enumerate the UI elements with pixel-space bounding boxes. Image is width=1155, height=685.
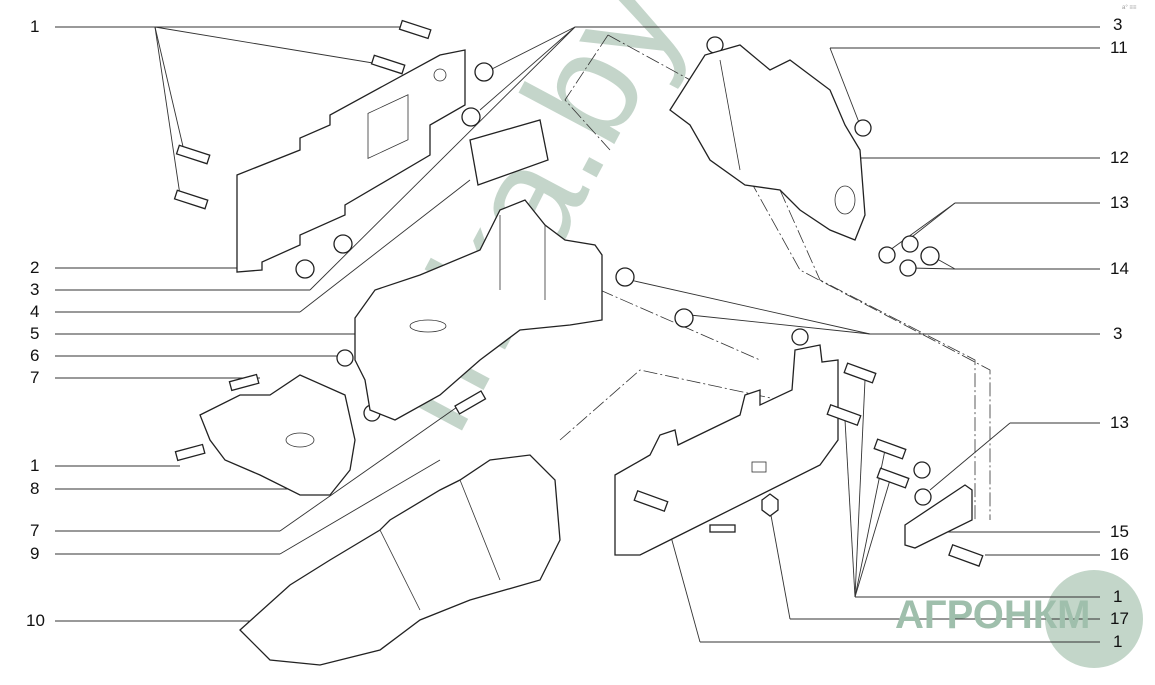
washers-nuts	[878, 235, 940, 277]
side-plate-upper	[236, 49, 466, 273]
callout-8: 8	[30, 479, 40, 498]
callout-6: 6	[30, 346, 40, 365]
bolts-upper	[173, 19, 432, 210]
callout-10: 10	[26, 611, 45, 630]
callout-1: 1	[30, 456, 40, 475]
rear-housing	[669, 44, 866, 241]
callout-3: 3	[30, 280, 40, 299]
assembly-guides	[559, 34, 991, 520]
bolts-middle	[174, 373, 487, 462]
leader-lines-left	[55, 26, 576, 622]
callout-13: 13	[1110, 193, 1129, 212]
callout-13: 13	[1110, 413, 1129, 432]
leader-lines-right	[479, 26, 1100, 643]
callout-9: 9	[30, 544, 40, 563]
callout-16: 16	[1110, 545, 1129, 564]
logo-text: АГРОНКМ	[895, 593, 1091, 637]
corner-mark: a° ≡≡	[1122, 5, 1137, 11]
bushings	[295, 36, 872, 422]
assembled-frame	[239, 454, 561, 666]
callout-4: 4	[30, 302, 40, 321]
bracket-plate	[469, 119, 549, 186]
callout-1: 1	[1113, 632, 1123, 651]
callout-12: 12	[1110, 148, 1129, 167]
callout-3: 3	[1113, 324, 1123, 343]
callout-1: 1	[1113, 587, 1123, 606]
callout-17: 17	[1110, 609, 1129, 628]
bolts-lower-right	[633, 362, 984, 567]
callout-5: 5	[30, 324, 40, 343]
callout-14: 14	[1110, 259, 1129, 278]
callout-2: 2	[30, 258, 40, 277]
callout-1: 1	[30, 17, 40, 36]
callout-11: 11	[1110, 38, 1128, 57]
front-support	[199, 374, 356, 496]
callout-15: 15	[1110, 522, 1129, 541]
main-frame	[354, 199, 603, 421]
side-plate-lower	[614, 344, 839, 556]
callout-3: 3	[1113, 15, 1123, 34]
callout-7: 7	[30, 521, 40, 540]
mounting-plate	[904, 484, 973, 549]
callout-7: 7	[30, 368, 40, 387]
